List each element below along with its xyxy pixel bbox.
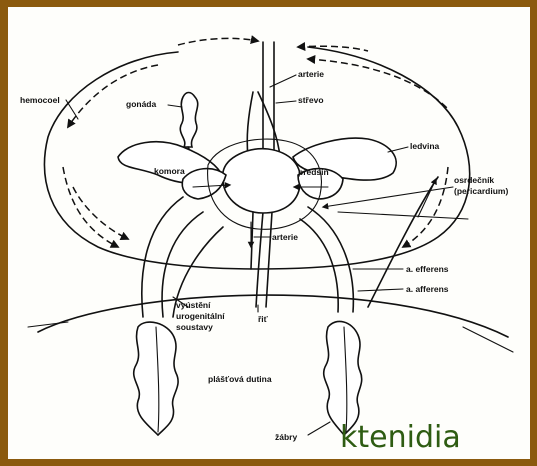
heart-ventricle [223, 149, 301, 213]
gill-flow-left [73, 187, 128, 239]
leader-hemocoel [66, 100, 78, 119]
hemocoel-flow-top-right [308, 59, 448, 109]
mantle-edge-right [463, 327, 513, 352]
leader-afferens [358, 289, 403, 291]
label-arterie-mid: arterie [272, 232, 298, 242]
hemocoel-flow-top [178, 38, 258, 45]
efferent-arrow-right [418, 179, 436, 217]
intestine-lower [256, 212, 263, 307]
label-vyusteni-2: urogenitální [176, 311, 225, 321]
diagram-sheet: hemocoel gonáda arterie střevo ledvina k… [8, 7, 530, 459]
label-pericardium: (pericardium) [454, 186, 508, 196]
label-gonada: gonáda [126, 99, 156, 109]
atrium-left [182, 169, 226, 199]
mollusc-circulation-diagram: hemocoel gonáda arterie střevo ledvina k… [8, 7, 530, 459]
gonad [180, 93, 197, 148]
label-vyusteni-3: soustavy [176, 322, 213, 332]
label-ledvina: ledvina [410, 141, 440, 151]
label-zabry: žábry [275, 432, 297, 442]
label-predsin: předsíň [298, 167, 329, 177]
label-komora: komora [154, 166, 185, 176]
leader-osrdecnik [323, 187, 453, 207]
anterior-aorta [247, 92, 253, 157]
label-stravo: střevo [298, 95, 324, 105]
label-osrdecnik: osrdečník [454, 175, 494, 185]
leader-stravo [276, 101, 296, 103]
label-vyusteni-1: vyústění [176, 300, 211, 310]
mantle-edge-left [28, 322, 68, 327]
leader-pericardium-line [338, 212, 468, 219]
label-plastova-dutina: plášťová dutina [208, 374, 272, 384]
label-rit: řiť [258, 314, 269, 324]
label-a-afferens: a. afferens [406, 284, 449, 294]
leader-gonada [168, 105, 182, 107]
hemocoel-flow-left [63, 167, 118, 247]
intestine-lower-wall [266, 212, 272, 307]
label-hemocoel: hemocoel [20, 95, 60, 105]
gill-left [134, 322, 178, 435]
leader-zabry [308, 422, 330, 435]
hemocoel-flow-top-left [68, 65, 158, 127]
caption-ktenidia: ktenidia [340, 420, 461, 455]
anterior-aorta-wall [258, 92, 280, 157]
gill-right [324, 321, 362, 435]
mantle-line [38, 295, 508, 337]
label-arterie-top: arterie [298, 69, 324, 79]
label-a-efferens: a. efferens [406, 264, 449, 274]
